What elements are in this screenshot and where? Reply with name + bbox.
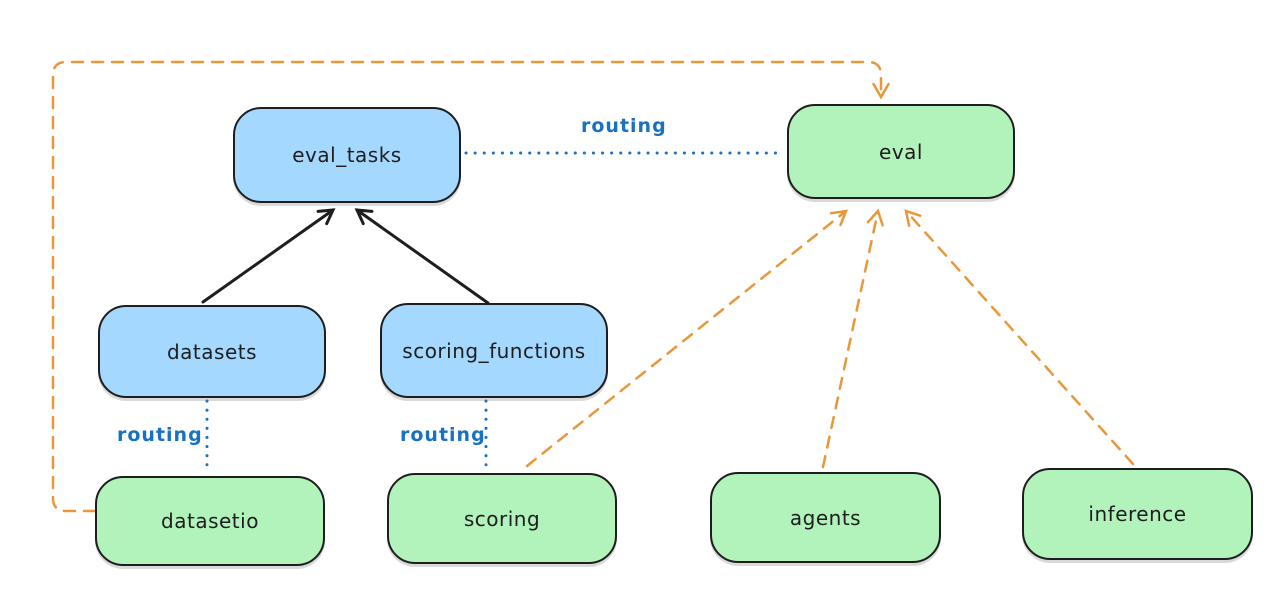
edge-datasets-to-eval_tasks-solid [201, 208, 336, 304]
routing-label-datasets-datasetio: routing [117, 424, 203, 446]
node-label: scoring_functions [402, 338, 586, 363]
node-label: agents [789, 505, 862, 530]
node-scoring: scoring [387, 473, 617, 564]
edge-agents-to-eval-dashed [821, 208, 884, 469]
node-datasetio: datasetio [95, 476, 325, 566]
node-eval: eval [787, 104, 1015, 199]
node-agents: agents [710, 472, 941, 563]
node-eval-tasks: eval_tasks [233, 107, 461, 203]
edge-datasetio-to-eval-dashed [51, 60, 890, 513]
node-inference: inference [1022, 468, 1253, 560]
node-label: scoring [463, 506, 541, 531]
node-label: datasetio [161, 509, 259, 533]
edge-scoring_functions-to-eval_tasks-solid [354, 208, 490, 305]
node-label: datasets [166, 339, 258, 364]
node-label: eval [879, 139, 923, 164]
node-label: eval_tasks [292, 143, 402, 167]
routing-label-scoring_functions-scoring: routing [400, 424, 486, 446]
routing-label-eval_tasks-eval: routing [581, 115, 667, 137]
edge-inference-to-eval-dashed [904, 209, 1135, 466]
edge-scoring-to-eval-dashed [525, 209, 848, 468]
node-datasets: datasets [98, 305, 326, 398]
node-scoring-functions: scoring_functions [380, 303, 608, 398]
node-label: inference [1088, 502, 1187, 526]
